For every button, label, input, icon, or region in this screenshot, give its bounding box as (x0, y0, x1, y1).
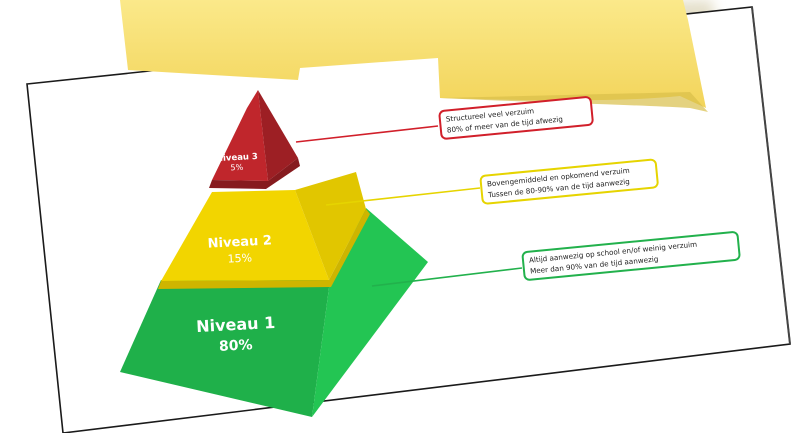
level-3-side-face (258, 90, 298, 181)
level-3-front-face (212, 90, 268, 181)
connector-level-3 (295, 125, 439, 143)
callout-box (521, 231, 741, 281)
level-2-bottom-edge (158, 209, 370, 289)
level-2-percent: 15% (227, 251, 252, 265)
connector-level-1 (371, 267, 523, 287)
callout-level-3: Structureel veel verzuim 80% of meer van… (438, 96, 594, 140)
callout-level-2: Bovengemiddeld en opkomend verzuim Tusse… (479, 158, 659, 205)
pyramid: Niveau 3 5% Niveau 2 15% Niveau 1 80% (120, 90, 428, 417)
callout-box (479, 158, 659, 205)
level-2-front-face (161, 190, 329, 281)
level-1-percent: 80% (219, 337, 253, 355)
level-2-name: Niveau 2 (207, 233, 272, 251)
level-2-side-face (295, 172, 366, 280)
level-3-bottom-edge (209, 158, 300, 189)
level-3-name: Niveau 3 (216, 152, 259, 164)
level-1-front-face (120, 280, 330, 417)
sticky-note (120, 0, 706, 108)
level-1-name: Niveau 1 (196, 313, 276, 336)
level-3-percent: 5% (230, 163, 244, 173)
connector-level-2 (325, 187, 481, 206)
callout-box (438, 96, 594, 140)
paper-edge-shadow (751, 6, 791, 345)
